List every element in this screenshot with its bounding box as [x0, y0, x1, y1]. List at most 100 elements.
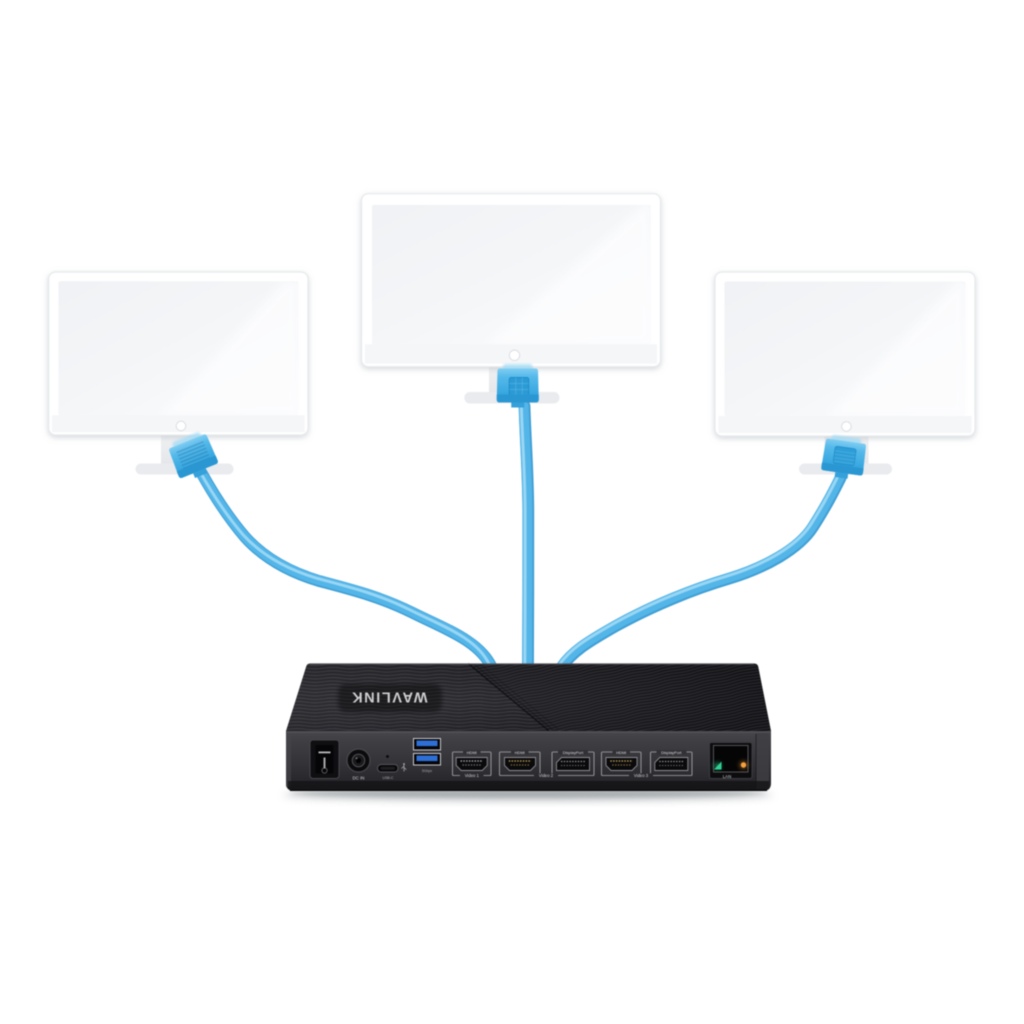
dock-logo-plate [338, 684, 442, 712]
hdmi-port-1 [455, 757, 488, 771]
usb-trident-icon [401, 764, 407, 772]
right-connector-rib [834, 453, 856, 458]
center-monitor-screen-reflection [487, 204, 651, 345]
dock-panel-left-end [286, 733, 291, 787]
hdmi-port-2 [504, 757, 536, 771]
hdmi-port-2-opening [504, 757, 536, 771]
displayport-port-1 [556, 757, 590, 771]
video-group-1: HDMI Video 1 [452, 750, 492, 778]
lan-led-amber-glow [739, 760, 748, 770]
dock-panel-right-end [756, 733, 769, 789]
power-switch-on-mark [318, 751, 331, 754]
displayport-port-2 [654, 757, 689, 771]
left-connector-rib [181, 453, 210, 467]
usb-speed-label: 5Gbps [422, 769, 432, 773]
usb-trident-dot [403, 763, 405, 765]
left-cable [195, 466, 498, 674]
dock-brand-logo: WAVLINK [351, 689, 428, 705]
left-connector-rib [180, 450, 208, 463]
dc-jack-glint [355, 757, 358, 760]
left-connector-collar [176, 455, 218, 478]
right-connector-inner [832, 445, 857, 467]
center-cable [518, 400, 535, 676]
video3-label-backing [629, 773, 653, 778]
hdmi-port-3-opening [605, 757, 638, 771]
hdmi3-label: HDMI [616, 750, 626, 755]
hdmi2-label: HDMI [515, 750, 525, 755]
center-cable-highlight [519, 404, 527, 672]
displayport1-label: DisplayPort [563, 750, 584, 755]
right-cable-connector [821, 435, 866, 479]
video-1-label: Video 1 [465, 773, 480, 778]
left-monitor-screen-reflection [162, 281, 299, 416]
center-connector-neck [511, 402, 525, 408]
center-cable-body [518, 401, 533, 675]
power-switch-bar [323, 757, 326, 769]
left-monitor [47, 271, 309, 475]
dc-jack-pin-hole [355, 757, 362, 764]
right-cable-body [555, 472, 845, 673]
power-switch [309, 739, 340, 779]
dp1-label-backing [558, 750, 588, 755]
lan-led-green-glow [713, 762, 722, 770]
right-monitor [714, 271, 976, 475]
dock-top-seam-ridge-2 [479, 663, 559, 730]
dc-power-jack [346, 748, 371, 773]
usb3-bottom-tongue [416, 755, 438, 762]
video-group-2: HDMI DisplayPort Video 2 [499, 750, 595, 778]
dock-top-right-texture [468, 663, 771, 731]
displayport2-label: DisplayPort [661, 750, 682, 755]
usb3-top-tongue [416, 740, 438, 747]
right-connector-rib [833, 460, 855, 465]
reset-hole [386, 755, 389, 758]
video1-label-backing [460, 773, 484, 778]
center-connector-collar [496, 394, 539, 403]
dock-top-seam [467, 662, 550, 732]
right-connector-rib [834, 450, 856, 455]
right-connector-ribs [833, 450, 856, 465]
power-switch-off-mark [321, 767, 328, 774]
center-cable-connector [496, 364, 539, 408]
left-connector-ribs [176, 440, 211, 470]
center-monitor-camera-dot [508, 349, 521, 362]
hdmi1-label: HDMI [467, 750, 477, 755]
displayport-port-1-opening [556, 757, 590, 771]
left-cable-highlight [197, 467, 492, 667]
usb-c-port [377, 764, 399, 773]
right-cable-highlight [557, 473, 840, 667]
displayport-port-2-opening [654, 757, 689, 771]
usb3-port-top [413, 738, 441, 751]
right-monitor-screen-reflection [828, 281, 966, 416]
right-connector-neck [834, 471, 849, 479]
hdmi2-label-backing [511, 750, 529, 755]
left-connector-rib [179, 447, 207, 460]
dock: WAVLINK DC IN USB-C [283, 662, 773, 801]
dp2-label-backing [656, 750, 687, 755]
left-cable-connector [169, 432, 218, 478]
video-group-3: HDMI DisplayPort Video 3 [601, 750, 693, 778]
usb-c-tongue [380, 766, 395, 770]
right-connector-collar [821, 462, 864, 476]
left-connector-rib [176, 440, 204, 454]
video-3-label: Video 3 [634, 773, 649, 778]
right-monitor-camera-dot [841, 421, 852, 432]
cables [195, 400, 847, 676]
hdmi-port-3 [605, 757, 638, 771]
dc-in-label: DC IN [353, 776, 365, 781]
dock-panel-bottom-strip [288, 781, 769, 789]
right-connector-rib [833, 457, 855, 461]
left-connector-neck [193, 468, 208, 478]
hdmi-port-1-opening [455, 757, 488, 771]
center-connector-inner [508, 377, 530, 397]
dock-top-seam-ridge-1 [473, 663, 554, 731]
left-connector-rib [177, 444, 206, 457]
left-monitor-camera-dot [175, 420, 187, 432]
lan-port [709, 742, 753, 779]
hdmi3-label-backing [612, 750, 630, 755]
right-cable [555, 472, 847, 674]
video-2-label: Video 2 [539, 773, 554, 778]
lan-label: LAN [723, 774, 732, 779]
